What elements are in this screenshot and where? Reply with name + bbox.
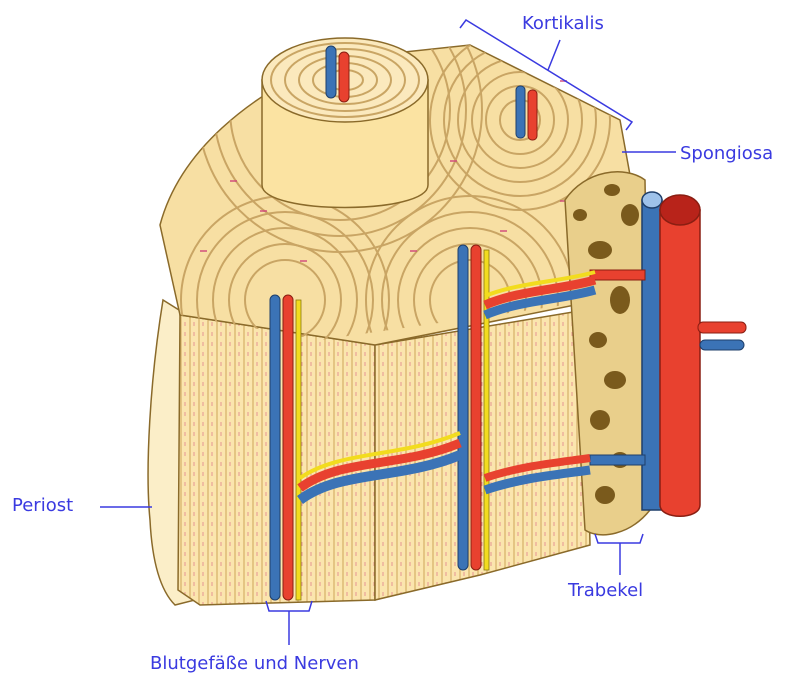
main-artery (660, 210, 700, 516)
vessel-bundle-left (270, 295, 301, 600)
label-spongiosa: Spongiosa (680, 145, 773, 163)
label-periost: Periost (12, 497, 73, 515)
label-trabekel: Trabekel (568, 582, 643, 600)
vessel-bundle-middle (458, 245, 489, 570)
label-blutgefaesse-und-nerven: Blutgefäße und Nerven (150, 655, 359, 673)
label-kortikalis: Kortikalis (522, 15, 604, 33)
